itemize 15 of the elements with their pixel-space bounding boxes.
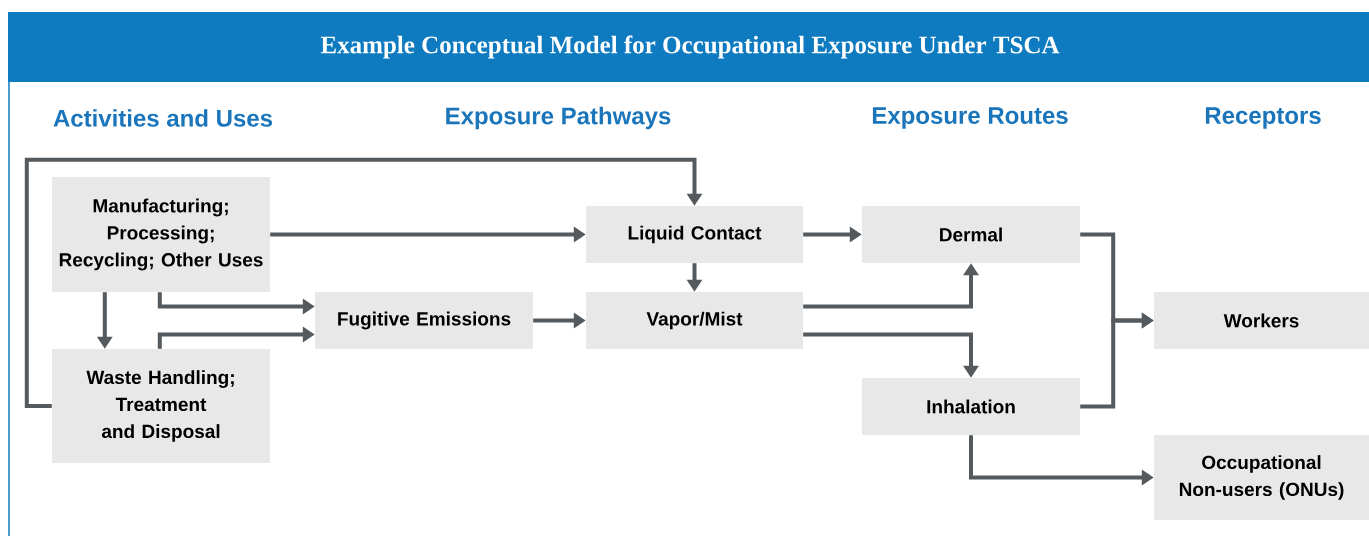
process-box: Inhalation	[862, 378, 1080, 435]
column-heading: Exposure Routes	[872, 107, 1068, 129]
process-box: Liquid Contact	[586, 206, 803, 263]
process-box: Occupational Non-users (ONUs)	[1154, 435, 1369, 520]
title-banner: Example Conceptual Model for Occupational Exposure Under TSCA	[8, 12, 1369, 82]
process-box: Waste Handling; Treatment and Disposal	[52, 349, 270, 463]
column-heading: Activities and Uses	[53, 109, 273, 127]
column-heading: Receptors	[1205, 107, 1321, 129]
process-box: Workers	[1154, 292, 1369, 349]
process-box: Fugitive Emissions	[315, 292, 533, 349]
process-box: Manufacturing; Processing; Recycling; Other Uses	[52, 177, 270, 292]
process-box: Vapor/Mist	[586, 292, 803, 349]
arrow	[24, 157, 703, 408]
process-box: Dermal	[862, 206, 1080, 263]
column-heading: Exposure Pathways	[446, 106, 671, 130]
